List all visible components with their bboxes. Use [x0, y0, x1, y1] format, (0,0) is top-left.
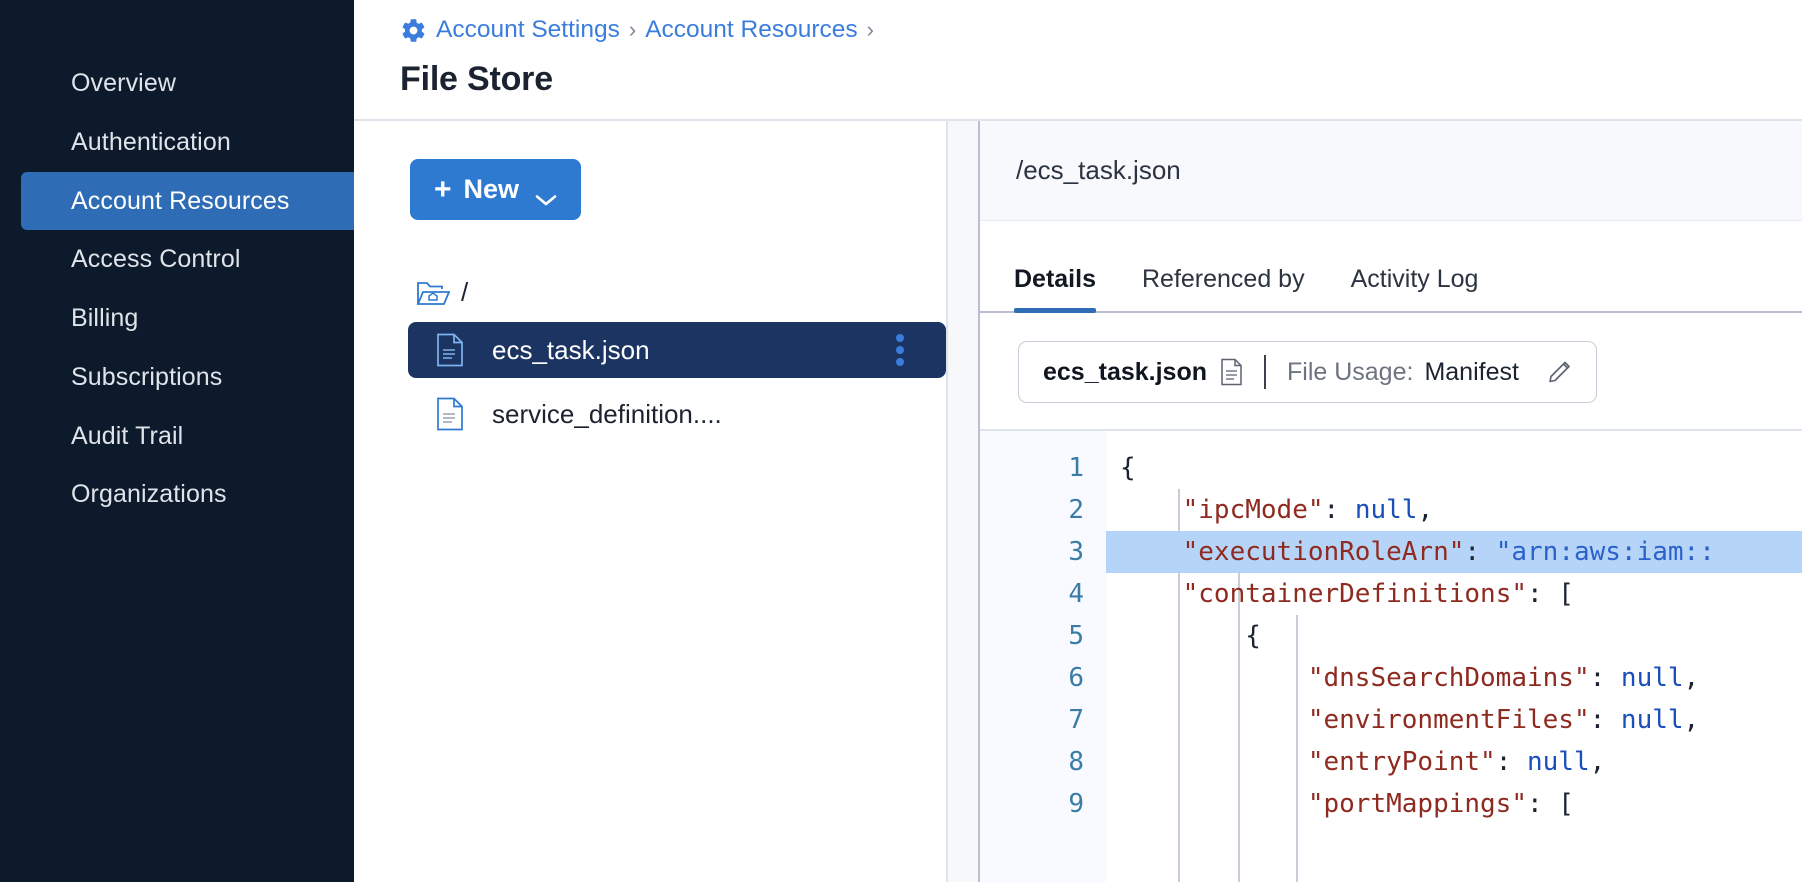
- file-usage-label: File Usage:: [1287, 357, 1414, 386]
- line-number: 9: [1068, 789, 1084, 819]
- file-usage-value: Manifest: [1424, 357, 1519, 386]
- folder-home-icon: [416, 278, 451, 307]
- page-header: Account Settings › Account Resources › F…: [354, 0, 1802, 121]
- file-list: ecs_task.json service_definition....: [354, 322, 946, 442]
- tree-root-folder[interactable]: /: [354, 270, 946, 314]
- tab-activity-log[interactable]: Activity Log: [1350, 265, 1479, 293]
- code-line: "entryPoint": null,: [1307, 747, 1606, 777]
- file-document-icon: [436, 397, 464, 431]
- info-file-name: ecs_task.json: [1043, 357, 1207, 386]
- file-path-bar: /ecs_task.json: [980, 121, 1802, 221]
- line-number: 4: [1068, 579, 1084, 609]
- file-row[interactable]: service_definition....: [408, 386, 946, 442]
- line-number: 7: [1068, 705, 1084, 735]
- code-line: "dnsSearchDomains": null,: [1307, 663, 1700, 693]
- tab-referenced-by[interactable]: Referenced by: [1141, 265, 1305, 293]
- line-number: 2: [1068, 495, 1084, 525]
- tree-root-label: /: [461, 276, 469, 307]
- file-tree: / ecs_task.json service_definition....: [354, 270, 946, 442]
- file-name: service_definition....: [492, 398, 722, 429]
- info-divider: [1264, 355, 1266, 389]
- line-number: 6: [1068, 663, 1084, 693]
- chevron-down-icon: [535, 183, 557, 205]
- editor-line-numbers: 1 2 3 4 5 6 7 8 9: [980, 431, 1106, 882]
- content-area: Account Settings › Account Resources › F…: [354, 0, 1802, 882]
- details-pane: /ecs_task.json Details Referenced by Activ…: [980, 121, 1802, 882]
- file-document-icon: [1220, 358, 1243, 386]
- line-number: 3: [1068, 537, 1084, 567]
- new-button-label: New: [463, 174, 520, 204]
- indent-guide: [1296, 615, 1298, 882]
- gear-icon: [400, 17, 427, 44]
- breadcrumb-separator: ›: [628, 17, 637, 42]
- line-number: 1: [1068, 453, 1084, 483]
- code-line: "containerDefinitions": [: [1182, 579, 1574, 609]
- code-line: {: [1245, 621, 1261, 651]
- file-path-text: /ecs_task.json: [1016, 155, 1181, 185]
- breadcrumb-item-account-resources[interactable]: Account Resources: [645, 16, 858, 43]
- body-split: + New: [354, 121, 1802, 882]
- file-name: ecs_task.json: [492, 334, 650, 365]
- code-line: {: [1120, 453, 1136, 483]
- code-line: "executionRoleArn": "arn:aws:iam::: [1106, 531, 1802, 573]
- indent-guide: [1178, 489, 1180, 882]
- breadcrumb: Account Settings › Account Resources ›: [400, 10, 1802, 50]
- sidebar-item-authentication[interactable]: Authentication: [71, 127, 231, 156]
- code-line: "ipcMode": null,: [1182, 495, 1434, 525]
- file-tree-pane: + New: [354, 121, 946, 882]
- indent-guide: [1238, 573, 1240, 882]
- sidebar-item-subscriptions[interactable]: Subscriptions: [71, 362, 223, 391]
- pencil-edit-icon[interactable]: [1544, 357, 1574, 387]
- code-editor[interactable]: 1 2 3 4 5 6 7 8 9 { "ipcMode": null, "executionR…: [980, 429, 1802, 882]
- file-document-icon: [436, 333, 464, 367]
- new-button[interactable]: + New: [410, 159, 582, 220]
- sidebar-item-organizations[interactable]: Organizations: [71, 480, 227, 509]
- breadcrumb-item-account-settings[interactable]: Account Settings: [436, 16, 620, 43]
- breadcrumb-separator-trailing: ›: [866, 17, 874, 42]
- details-tabs: Details Referenced by Activity Log: [980, 221, 1802, 313]
- file-row[interactable]: ecs_task.json: [408, 322, 946, 378]
- sidebar-item-billing[interactable]: Billing: [71, 304, 139, 332]
- sidebar-item-audit-trail[interactable]: Audit Trail: [71, 421, 184, 450]
- plus-icon: +: [434, 172, 452, 206]
- code-line: "environmentFiles": null,: [1307, 705, 1700, 735]
- line-number: 8: [1068, 747, 1084, 777]
- pane-resizer[interactable]: [946, 121, 980, 882]
- file-info-card: ecs_task.json File Usage: Manifest: [1018, 341, 1597, 403]
- sidebar-item-access-control[interactable]: Access Control: [71, 245, 241, 274]
- line-number: 5: [1068, 621, 1084, 651]
- page-title: File Store: [400, 60, 553, 98]
- sidebar-item-account-resources[interactable]: Account Resources: [21, 171, 354, 231]
- editor-code-area[interactable]: { "ipcMode": null, "executionRoleArn": "…: [1106, 431, 1802, 882]
- sidebar-item-overview[interactable]: Overview: [71, 69, 176, 97]
- kebab-menu-icon[interactable]: [896, 333, 904, 367]
- file-info-row: ecs_task.json File Usage: Manifest: [980, 313, 1802, 429]
- code-line: "portMappings": [: [1307, 789, 1574, 819]
- tab-details[interactable]: Details: [1014, 265, 1096, 313]
